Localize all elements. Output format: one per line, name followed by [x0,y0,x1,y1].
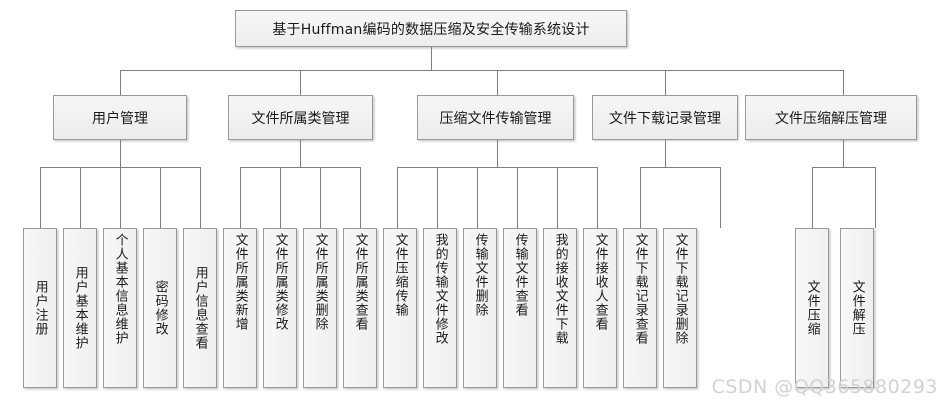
connector-drop-module-4 [665,70,666,95]
connector-bus-group-4 [640,167,721,168]
leaf-node-my-received-file-download[interactable]: 我的接收文件下载 [543,228,577,388]
connector-drop-g4-leaf-2 [720,167,721,228]
module-node-compress-decompress-management[interactable]: 文件压缩解压管理 [745,95,917,140]
connector-drop-g1-leaf-2 [80,167,81,228]
leaf-node-password-change[interactable]: 密码修改 [143,228,177,388]
connector-drop-g4-leaf-1 [640,167,641,228]
leaf-node-file-recipient-view[interactable]: 文件接收人查看 [583,228,617,388]
root-node-system-title[interactable]: 基于Huffman编码的数据压缩及安全传输系统设计 [235,10,627,47]
module-label: 文件压缩解压管理 [775,110,887,127]
connector-drop-g1-leaf-5 [200,167,201,228]
leaf-node-transfer-file-delete[interactable]: 传输文件删除 [463,228,497,388]
leaf-node-file-category-edit[interactable]: 文件所属类修改 [263,228,297,388]
connector-drop-module-3 [497,70,498,95]
leaf-node-my-transfer-file-edit[interactable]: 我的传输文件修改 [423,228,457,388]
connector-drop-g2-leaf-4 [360,167,361,228]
leaf-label: 我的传输文件修改 [432,233,448,345]
leaf-node-file-category-delete[interactable]: 文件所属类删除 [303,228,337,388]
leaf-node-user-info-view[interactable]: 用户信息查看 [183,228,217,388]
leaf-label: 传输文件删除 [472,233,488,317]
module-node-user-management[interactable]: 用户管理 [53,95,187,140]
leaf-label: 个人基本信息维护 [112,233,128,345]
leaf-label: 文件所属类删除 [312,233,328,331]
module-label: 用户管理 [92,110,148,127]
connector-drop-g2-leaf-3 [320,167,321,228]
connector-stem-group-4 [665,140,666,167]
leaf-label: 文件接收人查看 [592,233,608,331]
module-label: 文件下载记录管理 [609,110,721,127]
connector-stem-group-3 [497,140,498,167]
module-label: 压缩文件传输管理 [439,110,552,127]
connector-drop-module-1 [120,70,121,95]
csdn-watermark: CSDN @QQ365880293 [711,376,938,398]
connector-drop-g3-leaf-5 [557,167,558,228]
leaf-node-download-record-delete[interactable]: 文件下载记录删除 [663,228,697,388]
leaf-node-download-record-view[interactable]: 文件下载记录查看 [623,228,657,388]
module-node-compressed-file-transfer-management[interactable]: 压缩文件传输管理 [417,95,574,140]
connector-bus-group-3 [397,167,597,168]
leaf-node-file-compress[interactable]: 文件压缩 [795,228,829,388]
leaf-node-user-register[interactable]: 用户注册 [23,228,57,388]
root-node-label: 基于Huffman编码的数据压缩及安全传输系统设计 [272,21,590,38]
leaf-label: 文件所属类修改 [272,233,288,331]
connector-drop-g5-leaf-2 [875,167,876,228]
connector-drop-module-5 [843,70,844,95]
leaf-node-transfer-file-view[interactable]: 传输文件查看 [503,228,537,388]
connector-root-stem [431,47,432,70]
connector-drop-g3-leaf-1 [397,167,398,228]
leaf-label: 文件压缩传输 [392,233,408,317]
leaf-node-file-compress-transfer[interactable]: 文件压缩传输 [383,228,417,388]
leaf-label: 用户基本维护 [72,266,88,350]
connector-main-bus [120,70,844,71]
leaf-label: 文件所属类查看 [352,233,368,331]
leaf-label: 传输文件查看 [512,233,528,317]
leaf-node-file-category-add[interactable]: 文件所属类新增 [223,228,257,388]
connector-stem-group-2 [300,140,301,167]
module-label: 文件所属类管理 [251,110,350,127]
module-node-file-category-management[interactable]: 文件所属类管理 [228,95,373,140]
leaf-label: 用户注册 [32,280,48,336]
connector-drop-g3-leaf-6 [597,167,598,228]
leaf-label: 我的接收文件下载 [552,233,568,345]
connector-drop-g1-leaf-3 [120,167,121,228]
connector-drop-g2-leaf-1 [240,167,241,228]
connector-drop-g2-leaf-2 [280,167,281,228]
leaf-node-user-basic-maintenance[interactable]: 用户基本维护 [63,228,97,388]
leaf-label: 文件解压 [849,280,865,336]
connector-stem-group-1 [120,140,121,167]
module-node-download-record-management[interactable]: 文件下载记录管理 [592,95,738,140]
leaf-label: 文件下载记录查看 [632,233,648,345]
connector-drop-module-2 [300,70,301,95]
connector-stem-group-5 [843,140,844,167]
leaf-label: 文件下载记录删除 [672,233,688,345]
connector-drop-g1-leaf-4 [160,167,161,228]
connector-drop-g3-leaf-3 [477,167,478,228]
leaf-label: 密码修改 [152,280,168,336]
connector-drop-g1-leaf-1 [40,167,41,228]
leaf-label: 文件所属类新增 [232,233,248,331]
leaf-node-file-category-view[interactable]: 文件所属类查看 [343,228,377,388]
connector-drop-g3-leaf-4 [517,167,518,228]
connector-drop-g3-leaf-2 [437,167,438,228]
leaf-label: 文件压缩 [804,280,820,336]
leaf-label: 用户信息查看 [192,266,208,350]
leaf-node-personal-info-maintenance[interactable]: 个人基本信息维护 [103,228,137,388]
leaf-node-file-decompress[interactable]: 文件解压 [840,228,874,388]
connector-bus-group-5 [812,167,875,168]
connector-bus-group-2 [240,167,360,168]
connector-drop-g5-leaf-1 [812,167,813,228]
